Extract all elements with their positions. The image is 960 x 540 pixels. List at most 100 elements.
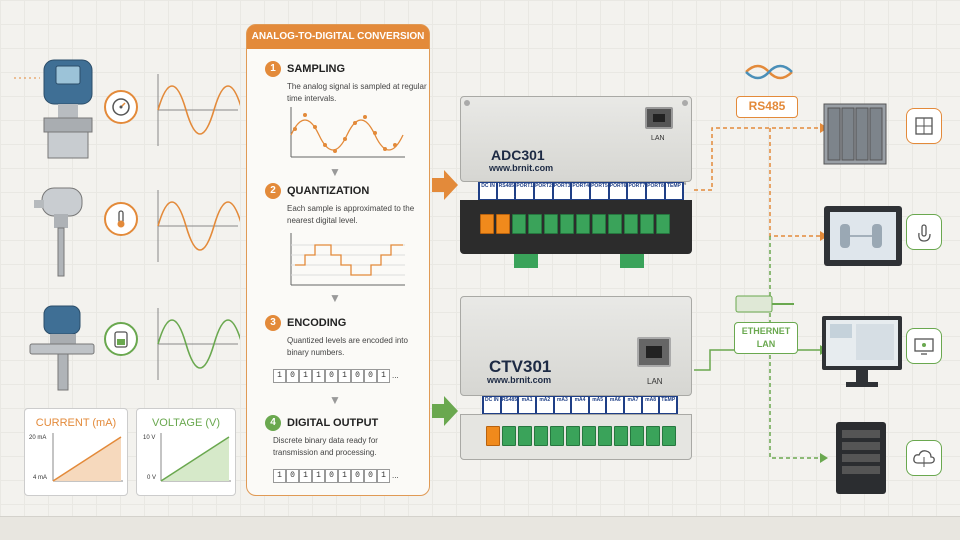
current-chart: CURRENT (mA) 20 mA 4 mA [24,408,128,496]
terminal-block [560,214,574,234]
terminal-block [518,426,532,446]
ctv301-device: CTV301 www.brnit.com LAN [460,296,692,396]
control-panel-icon [906,108,942,144]
bit: 0 [325,369,338,383]
step-3-number: 3 [265,315,281,331]
adc301-device: ADC301 www.brnit.com LAN PWR [460,96,692,186]
terminal-label: TEMP [660,397,677,413]
sine-wave-1 [157,74,240,146]
lan-port [645,107,673,129]
cloud-icon [906,440,942,476]
ctv301-url: www.brnit.com [487,375,552,385]
terminal-label: mA8 [642,397,659,413]
step-4-title: DIGITAL OUTPUT [287,417,379,429]
step-1-number: 1 [265,61,281,77]
ethernet-cable-icon [735,295,794,313]
pressure-transmitter [14,59,93,159]
voltage-chart-title: VOLTAGE (V) [151,417,221,429]
terminal-label: PORT5 [591,183,608,199]
gauge-icon [104,90,138,124]
panel-header: ANALOG-TO-DIGITAL CONVERSION [247,25,429,49]
terminal-label: PORT4 [572,183,590,199]
adc301-lan-label: LAN [651,135,665,142]
lan-port [637,337,671,367]
adc301-name: ADC301 [491,147,545,163]
ctv301-name: CTV301 [489,357,552,376]
ethernet-label-line1: ETHERNET [741,326,791,336]
voltage-y-bottom: 0 V [147,475,157,481]
step-1-desc: The analog signal is sampled at regular … [287,82,427,103]
step-3-desc: Quantized levels are encoded into binary… [287,336,408,357]
current-y-top: 20 mA [29,435,47,441]
bit: 0 [351,369,364,383]
terminal-block [608,214,622,234]
terminal-block [646,426,660,446]
bit: 1 [273,469,286,483]
step-1-title: SAMPLING [287,63,346,75]
bit: 1 [299,469,312,483]
terminal-label: mA7 [625,397,641,413]
terminal-label: mA2 [536,397,553,413]
terminal-label: PORT1 [516,183,534,199]
terminal-block [496,214,510,234]
adc301-polarity: -+ B A [500,193,515,199]
voltage-y-top: 10 V [143,435,156,441]
current-y-bottom: 4 mA [33,475,48,481]
terminal-block [502,426,516,446]
ethernet-label-line2: LAN [756,339,776,349]
terminal-label: PORT7 [628,183,646,199]
sine-wave-2 [157,190,240,262]
terminal-block [512,214,526,234]
arrow-down-icon: ▼ [329,393,341,407]
binary-row-output: 1 0 1 1 0 1 0 0 1 ... [273,469,399,483]
bit: 1 [338,369,351,383]
arrow-down-icon: ▼ [329,291,341,305]
step-2-desc: Each sample is approximated to the neare… [287,204,415,225]
step-4-number: 4 [265,415,281,431]
quantization-plot [290,233,405,286]
terminal-block [544,214,558,234]
arrow-right-orange-icon [432,170,458,200]
terminal-block [640,214,654,234]
ethernet-lan-label: ETHERNET LAN [734,322,798,354]
bits-ellipsis: ... [392,471,399,480]
terminal-label: DC IN [480,183,497,199]
bit: 1 [312,369,325,383]
monitor-icon [906,328,942,364]
terminal-block [480,214,494,234]
bit: 0 [364,369,377,383]
terminal-label: PORT2 [535,183,552,199]
terminal-label: RS485 [501,397,518,413]
terminal-block [534,426,548,446]
bit: 1 [273,369,286,383]
voltage-chart: VOLTAGE (V) 10 V 0 V [136,408,236,496]
bit: 0 [286,369,299,383]
binary-row-encoding: 1 0 1 1 0 1 0 0 1 ... [273,369,399,383]
terminal-label: mA3 [554,397,571,413]
ctv301-terminal-labels: DC IN RS485 mA1 mA2 mA3 mA4 mA5 mA6 mA7 … [482,396,678,414]
touch-hand-icon [906,214,942,250]
terminal-label: mA1 [519,397,535,413]
sampling-plot [290,107,405,158]
hmi-panel [824,206,902,266]
terminal-label: mA5 [589,397,606,413]
plc-device [823,103,887,165]
step-2-title: QUANTIZATION [287,185,370,197]
adc301-terminal-labels: DC IN RS485 PORT1 PORT2 PORT3 PORT4 PORT… [478,182,684,200]
sensor-illustrations [14,59,95,391]
terminal-label: PORT3 [553,183,571,199]
terminal-label: TEMP [665,183,682,199]
ctv301-lan-label: LAN [647,377,663,386]
arrow-right-green-icon [432,396,458,426]
bit: 0 [364,469,377,483]
terminal-block [576,214,590,234]
terminal-block [630,426,644,446]
bit: 0 [351,469,364,483]
bit: 0 [286,469,299,483]
step-3-title: ENCODING [287,317,347,329]
terminal-label: DC IN [484,397,500,413]
scada-monitor [822,316,902,387]
bit: 1 [299,369,312,383]
bottom-bar [0,516,960,540]
terminal-block [598,426,612,446]
